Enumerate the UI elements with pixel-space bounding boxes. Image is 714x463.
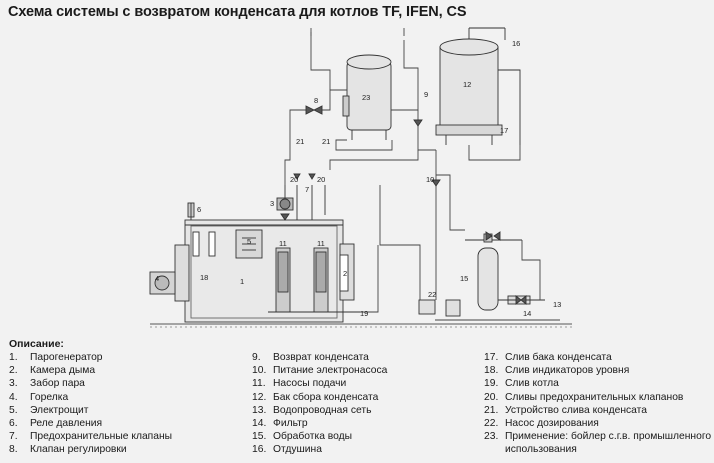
callout-10: 10	[426, 175, 434, 184]
callout-6: 6	[197, 205, 201, 214]
legend-item: 8.Клапан регулировки	[9, 444, 127, 456]
legend-item: 22.Насос дозирования	[484, 418, 599, 430]
callout-labels: 1 2 3 4 5 6 7 8 9 10 11 11 12 13 14 15 1…	[155, 39, 561, 318]
legend-item: 11.Насосы подачи	[252, 378, 347, 390]
callout-4: 4	[155, 274, 159, 283]
pressure-relay	[187, 202, 195, 220]
callout-8: 8	[314, 96, 318, 105]
legend-item: 14.Фильтр	[252, 418, 308, 430]
callout-22: 22	[428, 290, 436, 299]
callout-11a: 11	[279, 239, 287, 248]
dosing-pump	[418, 299, 461, 317]
callout-14: 14	[523, 309, 531, 318]
legend-item: 2.Камера дыма	[9, 365, 96, 377]
callout-21b: 21	[322, 137, 330, 146]
legend-item: 19.Слив котла	[484, 378, 559, 390]
callout-2: 2	[343, 269, 347, 278]
legend-column-3: 17.Слив бака конденсата 18.Слив индикато…	[484, 351, 714, 457]
callout-21a: 21	[296, 137, 304, 146]
steam-header	[276, 185, 326, 220]
callout-1: 1	[240, 277, 244, 286]
feed-pumps	[268, 247, 360, 313]
legend-item: 3.Забор пара	[9, 378, 85, 390]
legend-item: 4.Горелка	[9, 391, 69, 403]
callout-9: 9	[424, 90, 428, 99]
callout-5: 5	[247, 237, 251, 246]
valves	[280, 105, 527, 305]
condensate-tank	[435, 27, 521, 145]
callout-7: 7	[305, 185, 309, 194]
legend-item: 21.Устройство слива конденсата	[484, 404, 648, 416]
dhw-boiler	[342, 54, 392, 140]
legend-item: 13.Водопроводная сеть	[252, 404, 372, 416]
callout-19: 19	[360, 309, 368, 318]
burner	[149, 271, 176, 295]
legend-item: 12.Бак сбора конденсата	[252, 391, 379, 403]
legend-item: 9.Возврат конденсата	[252, 352, 369, 363]
callout-18: 18	[200, 273, 208, 282]
legend-item: 23.Применение: бойлер с.г.в. промышленно…	[484, 431, 712, 456]
callout-3: 3	[270, 199, 274, 208]
legend-column-1: 1.Парогенератор 2.Камера дыма 3.Забор па…	[9, 351, 172, 457]
callout-16: 16	[512, 39, 520, 48]
callout-11b: 11	[317, 239, 325, 248]
system-schematic: 1 2 3 4 5 6 7 8 9 10 11 11 12 13 14 15 1…	[149, 27, 572, 328]
callout-15: 15	[460, 274, 468, 283]
smoke-chamber	[339, 254, 349, 292]
callout-12: 12	[463, 80, 471, 89]
callout-20b: 20	[317, 175, 325, 184]
legend-item: 10.Питание электронасоса	[252, 365, 388, 377]
legend-heading: Описание:	[9, 338, 64, 350]
floor-line	[150, 323, 572, 328]
callout-17: 17	[500, 126, 508, 135]
legend-item: 17.Слив бака конденсата	[484, 352, 612, 363]
legend-item: 6.Реле давления	[9, 418, 103, 430]
legend-item: 5.Электрощит	[9, 404, 89, 416]
piping	[284, 28, 560, 321]
legend-item: 7.Предохранительные клапаны	[9, 431, 173, 443]
callout-23: 23	[362, 93, 370, 102]
legend-column-2: 9.Возврат конденсата 10.Питание электрон…	[252, 351, 387, 457]
legend-item: 18.Слив индикаторов уровня	[484, 365, 630, 377]
legend-item: 15.Обработка воды	[252, 431, 353, 443]
legend-item: 20.Сливы предохранительных клапанов	[484, 391, 684, 403]
callout-13: 13	[553, 300, 561, 309]
page-title: Схема системы с возвратом конденсата для…	[8, 4, 467, 20]
legend-item: 16.Отдушина	[252, 444, 322, 456]
callout-20a: 20	[290, 175, 298, 184]
legend-item: 1.Парогенератор	[9, 352, 103, 363]
